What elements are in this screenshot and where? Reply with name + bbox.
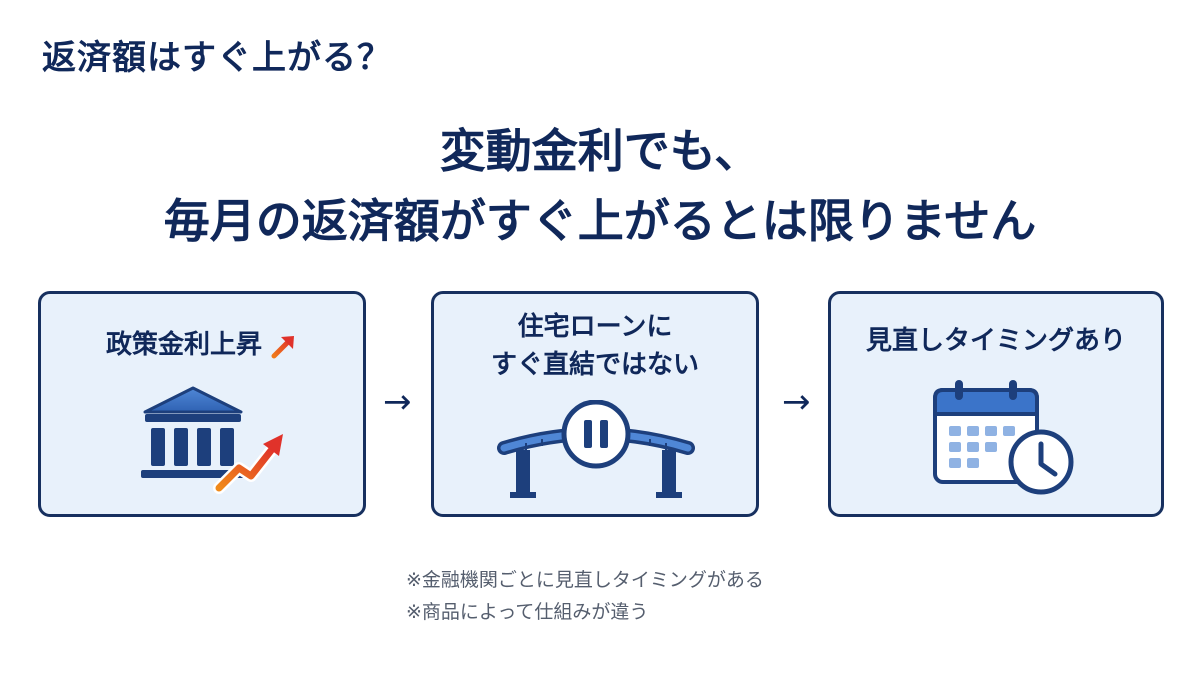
flow-arrow: → — [782, 382, 811, 422]
page-heading: 返済額はすぐ上がる？ — [42, 38, 392, 78]
footnote-2: ※商品によって仕組みが違う — [406, 601, 649, 623]
card-not-direct: 住宅ローンに すぐ直結ではない — [431, 291, 759, 517]
card-title: 見直しタイミングあり — [831, 322, 1161, 360]
flow-arrow: → — [383, 382, 412, 422]
card-review-timing: 見直しタイミングあり — [828, 291, 1164, 517]
card-title-text: 政策金利上昇 — [105, 330, 262, 360]
rising-arrow-icon — [271, 335, 294, 358]
headline-line-2: 毎月の返済額がすぐ上がるとは限りません — [163, 194, 1037, 248]
bridge-icon — [497, 400, 695, 498]
card-policy-rate: 政策金利上昇 — [38, 291, 366, 517]
card-title-line: 政策金利上昇 — [41, 326, 363, 364]
card-title: 政策金利上昇 — [41, 326, 363, 364]
headline-line-1: 変動金利でも、 — [439, 124, 761, 178]
card-title: 住宅ローンに すぐ直結ではない — [434, 308, 756, 384]
card-title-line-1: 住宅ローンに — [517, 312, 673, 342]
footnotes: ※金融機関ごとに見直しタイミングがある ※商品によって仕組みが違う — [406, 564, 764, 628]
headline: 変動金利でも、 毎月の返済額がすぐ上がるとは限りません — [0, 116, 1200, 256]
footnote-1: ※金融機関ごとに見直しタイミングがある — [406, 569, 764, 591]
card-title-line-2: すぐ直結ではない — [490, 350, 699, 380]
calendar-clock-icon — [933, 380, 1074, 495]
card-title-text: 見直しタイミングあり — [865, 326, 1126, 356]
bank-building-icon — [141, 386, 283, 494]
